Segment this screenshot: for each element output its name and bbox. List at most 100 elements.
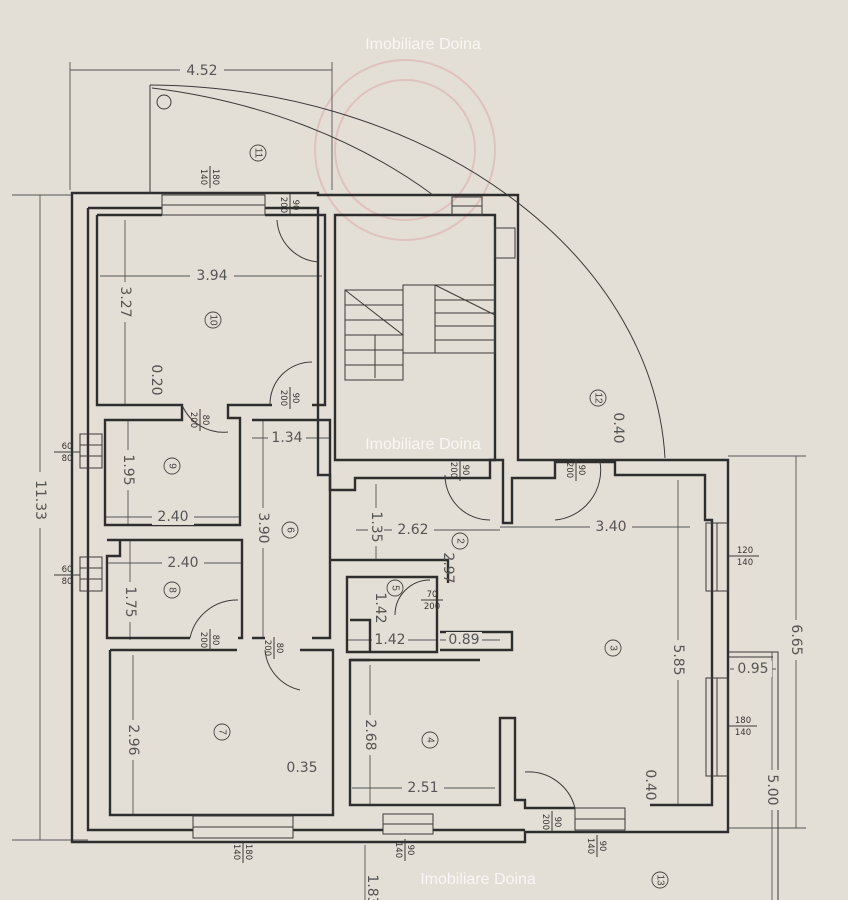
room-13-marker: 13: [651, 871, 669, 889]
svg-text:8: 8: [166, 587, 177, 593]
svg-text:1.34: 1.34: [271, 430, 302, 446]
room-10-marker: 10: [204, 311, 222, 329]
svg-text:90: 90: [460, 465, 470, 476]
svg-text:5: 5: [389, 585, 400, 591]
svg-text:2.68: 2.68: [362, 719, 378, 750]
svg-text:90: 90: [405, 845, 415, 856]
walls: [70, 191, 730, 844]
svg-text:11: 11: [252, 148, 263, 159]
staircase: [344, 284, 496, 381]
room-12-marker: 12: [589, 389, 607, 407]
svg-text:0.95: 0.95: [737, 661, 768, 677]
svg-text:3: 3: [607, 645, 618, 651]
svg-text:5.85: 5.85: [670, 644, 686, 675]
svg-text:2.97: 2.97: [440, 552, 456, 583]
svg-text:200: 200: [278, 390, 288, 406]
svg-text:2.62: 2.62: [397, 522, 428, 538]
svg-text:0.40: 0.40: [642, 769, 658, 800]
room-4-marker: 4: [421, 731, 439, 749]
svg-text:70: 70: [427, 590, 438, 600]
svg-text:200: 200: [198, 632, 208, 648]
svg-text:6: 6: [284, 527, 295, 533]
watermarks: Imobiliare Doina Imobiliare Doina Imobil…: [365, 36, 536, 888]
svg-text:200: 200: [448, 462, 458, 478]
watermark: Imobiliare Doina: [420, 871, 536, 888]
stamp: [314, 59, 496, 241]
room-2-marker: 2: [451, 532, 469, 550]
svg-text:140: 140: [198, 169, 208, 185]
svg-text:2: 2: [454, 538, 465, 544]
svg-text:7: 7: [216, 729, 227, 735]
svg-text:5.00: 5.00: [764, 774, 780, 805]
svg-text:200: 200: [540, 814, 550, 830]
watermark: Imobiliare Doina: [365, 36, 481, 53]
svg-text:80: 80: [62, 577, 73, 587]
svg-text:0.20: 0.20: [148, 364, 164, 395]
svg-text:12: 12: [592, 392, 603, 404]
room-11-marker: 11: [249, 144, 267, 162]
svg-text:80: 80: [274, 643, 284, 654]
svg-text:9: 9: [166, 463, 177, 469]
svg-text:1.95: 1.95: [120, 454, 136, 485]
room-5-marker: 5: [386, 579, 404, 597]
svg-text:90: 90: [552, 817, 562, 828]
watermark: Imobiliare Doina: [365, 436, 481, 453]
dimension-labels: 4.52 11.33 3.94 3.27 0.20 1.95 2.40 2.40…: [32, 62, 804, 900]
svg-text:10: 10: [207, 314, 218, 326]
svg-text:3.27: 3.27: [117, 286, 133, 317]
svg-text:90: 90: [290, 393, 300, 404]
svg-text:1.83: 1.83: [364, 874, 380, 900]
svg-text:1.42: 1.42: [372, 592, 388, 623]
svg-text:80: 80: [210, 635, 220, 646]
room-6-marker: 6: [281, 521, 299, 539]
svg-text:120: 120: [737, 546, 753, 556]
room-9-marker: 9: [163, 457, 181, 475]
svg-text:200: 200: [262, 640, 272, 656]
svg-text:0.89: 0.89: [448, 632, 479, 648]
room-labels: 11 10 9 8 7 6 5 4 3 2 12 13: [163, 144, 669, 889]
svg-text:180: 180: [210, 169, 220, 185]
svg-text:180: 180: [243, 844, 253, 860]
svg-text:60: 60: [62, 442, 73, 452]
svg-text:140: 140: [585, 838, 595, 854]
svg-text:180: 180: [735, 716, 751, 726]
svg-text:90: 90: [597, 841, 607, 852]
svg-text:13: 13: [654, 874, 665, 886]
svg-text:80: 80: [200, 415, 210, 426]
svg-text:2.40: 2.40: [167, 555, 198, 571]
svg-text:140: 140: [735, 728, 751, 738]
windows: [79, 194, 729, 839]
svg-text:6.65: 6.65: [788, 624, 804, 655]
svg-text:3.90: 3.90: [255, 512, 271, 543]
room-3-marker: 3: [604, 639, 622, 657]
door-swings: [149, 84, 666, 809]
svg-text:140: 140: [231, 844, 241, 860]
svg-text:60: 60: [62, 565, 73, 575]
svg-text:140: 140: [393, 842, 403, 858]
dim-total-width: 4.52: [186, 63, 217, 79]
svg-text:0.35: 0.35: [286, 760, 317, 776]
svg-text:200: 200: [278, 197, 288, 213]
svg-text:1.75: 1.75: [122, 586, 138, 617]
svg-text:4: 4: [424, 737, 435, 743]
svg-text:2.96: 2.96: [125, 724, 141, 755]
svg-text:0.40: 0.40: [610, 412, 626, 443]
svg-text:2.40: 2.40: [157, 509, 188, 525]
